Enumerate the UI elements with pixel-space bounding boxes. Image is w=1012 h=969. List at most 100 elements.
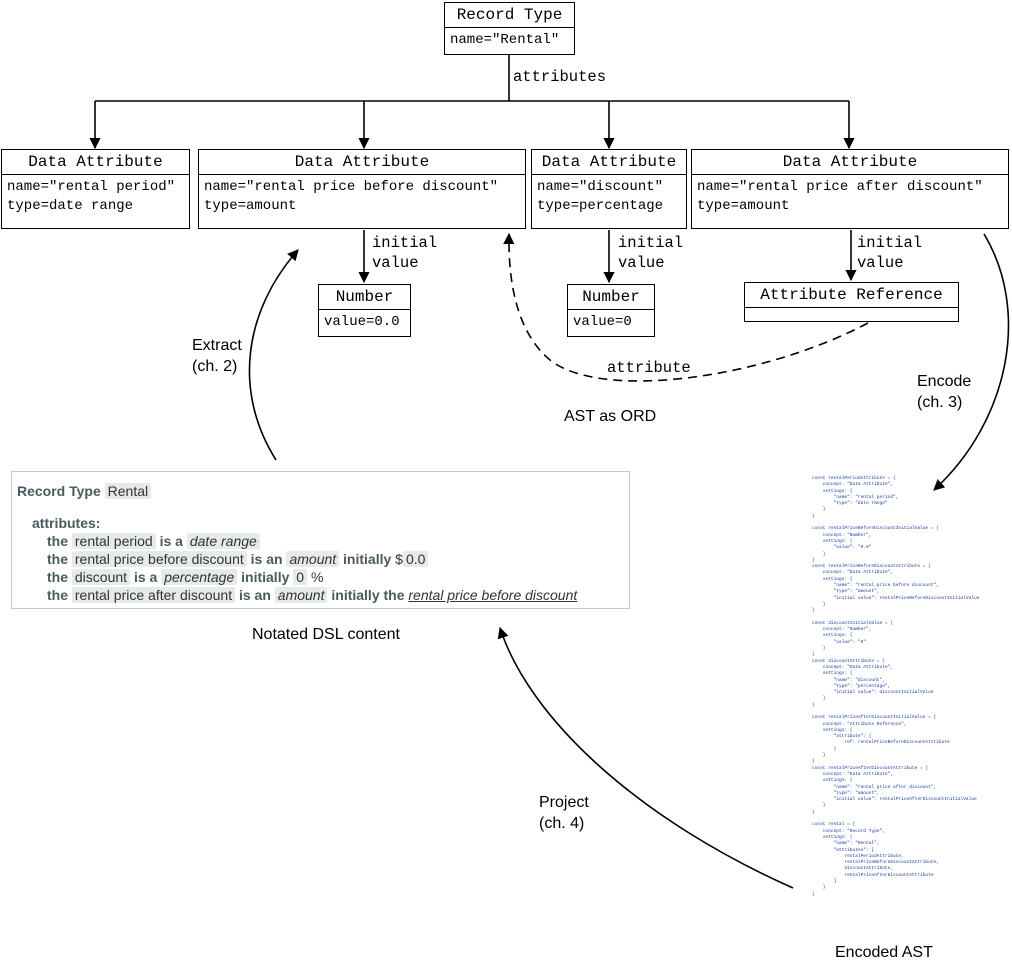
initial-value-label-3: initial value [857,234,923,272]
code-line: const rentalPriceAfterDiscountAttribute … [812,765,929,771]
encode-label: Encode (ch. 3) [917,373,972,411]
code-line: const discountInitialValue = { [812,620,894,626]
dsl-attributes-keyword: attributes: [32,515,101,531]
attr-type-prop: type=amount [204,198,297,214]
dsl-record-type-line: Record Type Rental [17,482,152,500]
code-line: const rental = { [812,822,856,828]
initial-value-label-1: initial value [372,234,438,272]
record-type-node: Record Type name="Rental" [444,2,575,55]
dsl-record-name[interactable]: Rental [104,483,152,499]
attribute-edge-label: attribute [607,359,691,377]
record-type-title: Record Type [445,3,574,28]
number-title: Number [319,285,410,310]
code-line: settings: { [812,834,853,840]
code-line: } [812,646,826,652]
encode-arrow [933,233,1010,491]
data-attribute-title: Data Attribute [2,150,189,175]
code-line: settings: { [812,727,853,733]
code-line: } [812,513,815,519]
code-line: } [812,702,815,708]
attribute-reference-node: Attribute Reference [744,282,959,322]
project-label: Project (ch. 4) [539,794,589,832]
code-line: "type": "date range" [812,501,888,507]
code-line: } [812,551,826,557]
code-line: concept: "Data Attribute", [812,570,894,576]
dsl-attribute-line: the rental price before discount is an a… [47,550,429,568]
dsl-attribute-name[interactable]: discount [71,569,131,585]
code-line: const rentalPriceBeforeDiscountAttribute… [812,564,931,570]
dsl-percent-symbol: % [310,569,324,585]
dsl-currency-symbol: $ [395,551,403,567]
code-line: "name": "discount", [812,677,885,683]
code-line: } [812,759,815,765]
code-line: settings: { [812,488,853,494]
initial-value-label-2: initial value [618,234,684,272]
dsl-attribute-line: the discount is a percentage initially 0… [47,569,324,585]
encoded-ast-code: const rentalPeriodAttribute = { concept:… [812,476,1008,898]
dsl-attribute-line: the rental price after discount is an am… [47,587,578,603]
code-line: "value": "0" [812,639,867,645]
number-node-price-before: Number value=0.0 [318,284,411,337]
record-type-name-prop: name="Rental" [450,32,560,48]
attr-type-prop: type=amount [697,198,790,214]
attribute-reference-title: Attribute Reference [745,283,958,308]
code-line: "initial value": discountInitialValue [812,690,934,696]
notated-dsl-panel: Record Type Rental attributes: the renta… [11,471,630,609]
code-line: "type": "amount", [812,589,880,595]
number-value-prop: value=0 [573,314,632,330]
code-line: "initial value": rentalPriceAfterDiscoun… [812,797,977,803]
code-line: settings: { [812,671,853,677]
dsl-attribute-type[interactable]: amount [286,551,340,567]
code-line: concept: "Record Type", [812,828,885,834]
encoded-ast-caption: Encoded AST [835,944,933,961]
code-line: concept: "Data Attribute", [812,664,894,670]
attr-type-prop: type=percentage [537,198,664,214]
code-line: ref: rentalPriceBeforeDiscountAttribute [812,740,950,746]
dsl-attribute-type[interactable]: amount [274,587,328,603]
code-line: settings: { [812,778,853,784]
code-line: concept: "Data Attribute", [812,771,894,777]
project-arrow [497,626,794,889]
code-line: const rentalPriceAfterDiscountInitialVal… [812,715,937,721]
dsl-attribute-name[interactable]: rental price before discount [71,551,247,567]
code-line: "name": "rental period", [812,494,899,500]
code-line: } [812,803,826,809]
attr-name-prop: name="rental price after discount" [697,179,983,195]
code-line: const discountAttribute = { [812,658,885,664]
dsl-initial-value[interactable]: 0 [293,569,308,585]
code-line: } [812,557,815,563]
code-line: } [812,696,826,702]
data-attribute-node-price-after: Data Attribute name="rental price after … [691,149,1009,229]
attr-name-prop: name="rental period" [7,179,176,195]
code-line: "name": "Rental", [812,841,880,847]
code-line: concept: "Data Attribute", [812,482,894,488]
code-line: "type": "percentage", [812,683,891,689]
dsl-attribute-type[interactable]: date range [186,533,260,549]
code-line: "attribute": { [812,734,872,740]
code-line: concept: "Number", [812,532,872,538]
code-line: } [812,746,837,752]
code-line: const rentalPriceBeforeDiscountInitialVa… [812,526,939,532]
code-line: settings: { [812,576,853,582]
dsl-attribute-name[interactable]: rental period [71,533,156,549]
code-line: settings: { [812,538,853,544]
attribute-reference-arrow [503,232,869,382]
code-line: } [812,601,826,607]
extract-arrow [248,249,299,461]
dsl-keyword: Record Type [17,483,101,499]
dsl-initial-value[interactable]: 0.0 [402,551,429,567]
dsl-attribute-name[interactable]: rental price after discount [71,587,236,603]
dsl-attribute-type[interactable]: percentage [161,569,238,585]
code-line: "attributes": [ [812,847,875,853]
attr-name-prop: name="discount" [537,179,664,195]
code-line: } [812,507,826,513]
code-line: const rentalPeriodAttribute = { [812,476,896,481]
code-line: discountAttribute, [812,866,894,872]
attributes-edge-label: attributes [513,68,607,86]
number-title: Number [568,285,654,310]
code-line: "initial value": rentalPriceBeforeDiscou… [812,595,980,601]
data-attribute-node-discount: Data Attribute name="discount" type=perc… [531,149,687,229]
dsl-attribute-reference[interactable]: rental price before discount [408,587,578,603]
